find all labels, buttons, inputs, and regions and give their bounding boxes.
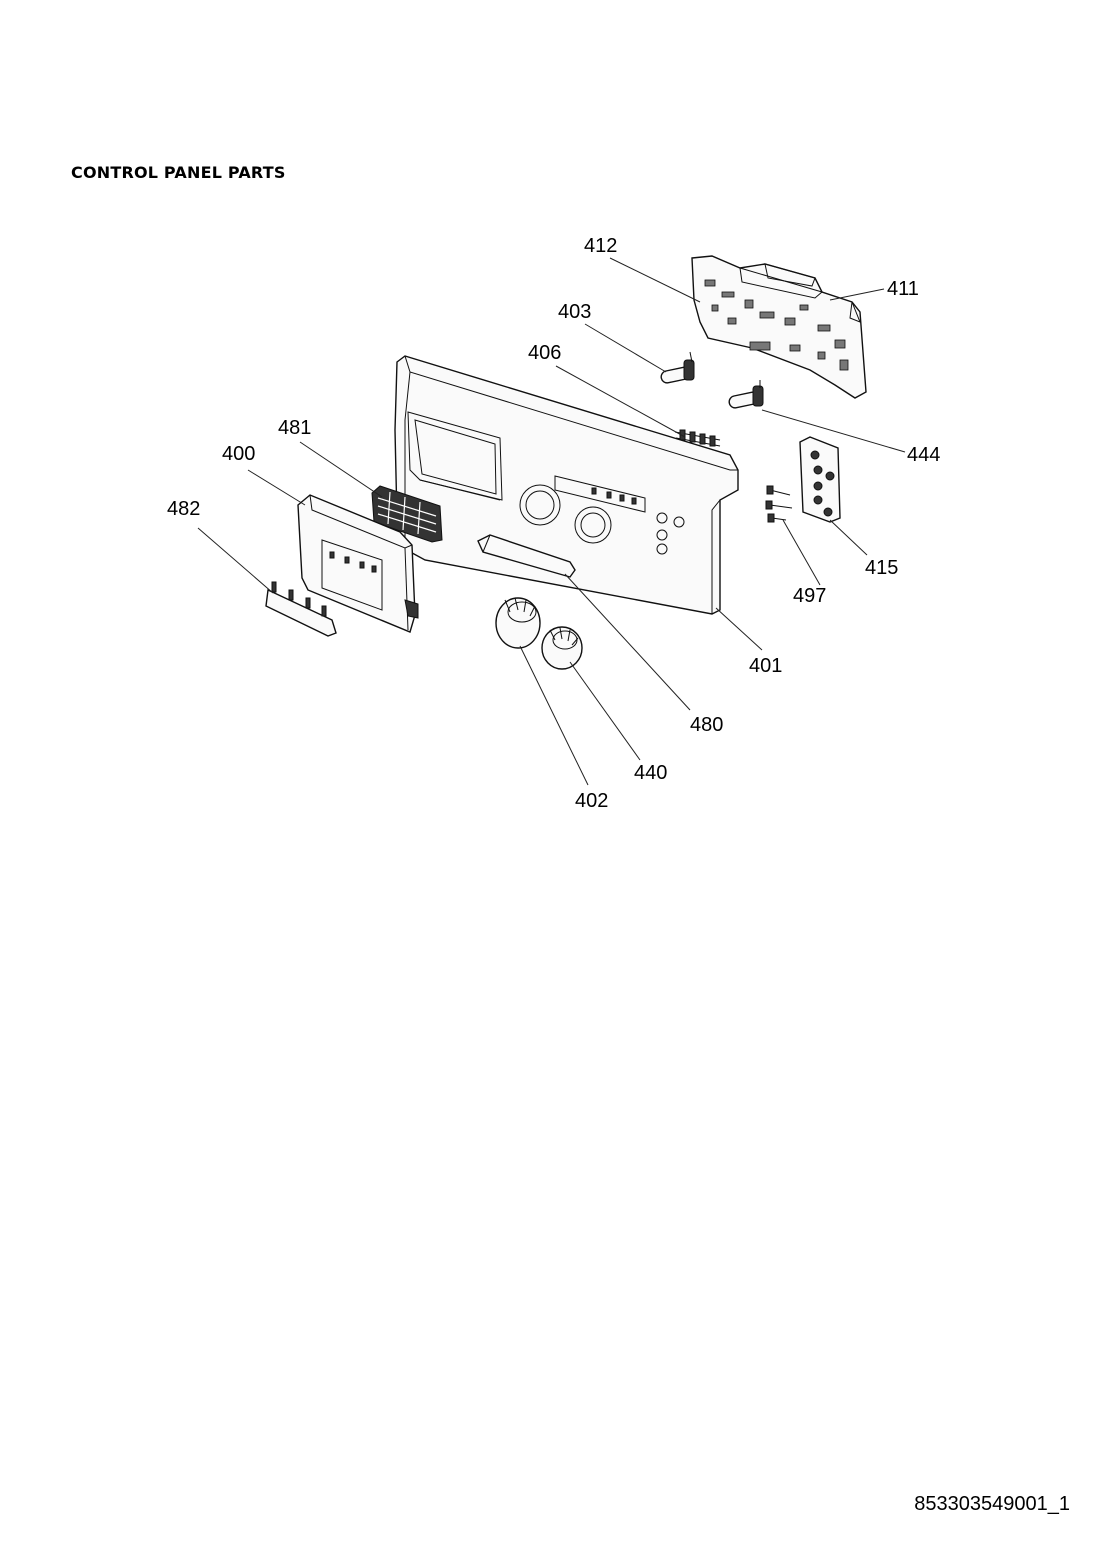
screws-part [765,485,793,523]
button-carrier-part [799,436,841,523]
clip-strip-part [265,581,337,637]
knob-402-part [495,597,541,649]
callout-400: 400 [222,443,255,465]
light-pins-part [674,429,721,447]
callout-482: 482 [167,498,200,520]
callout-444: 444 [907,444,940,466]
callout-481: 481 [278,417,311,439]
knob-440-part [541,626,583,670]
dispenser-drawer-part [297,494,419,633]
handle-strip-part [477,534,576,578]
page-title: CONTROL PANEL PARTS [71,163,286,182]
callout-403: 403 [558,301,591,323]
callout-406: 406 [528,342,561,364]
control-panel-fascia-part [394,355,739,615]
callout-480: 480 [690,714,723,736]
connector-444-part [728,380,764,409]
callout-497: 497 [793,585,826,607]
connector-403-part [660,351,695,384]
callout-440: 440 [634,762,667,784]
circuit-board-part [691,255,867,399]
document-number: 853303549001_1 [914,1493,1070,1515]
callout-412: 412 [584,235,617,257]
callout-401: 401 [749,655,782,677]
grid-insert-part [371,485,443,543]
callout-402: 402 [575,790,608,812]
callout-415: 415 [865,557,898,579]
callout-411: 411 [887,278,919,300]
